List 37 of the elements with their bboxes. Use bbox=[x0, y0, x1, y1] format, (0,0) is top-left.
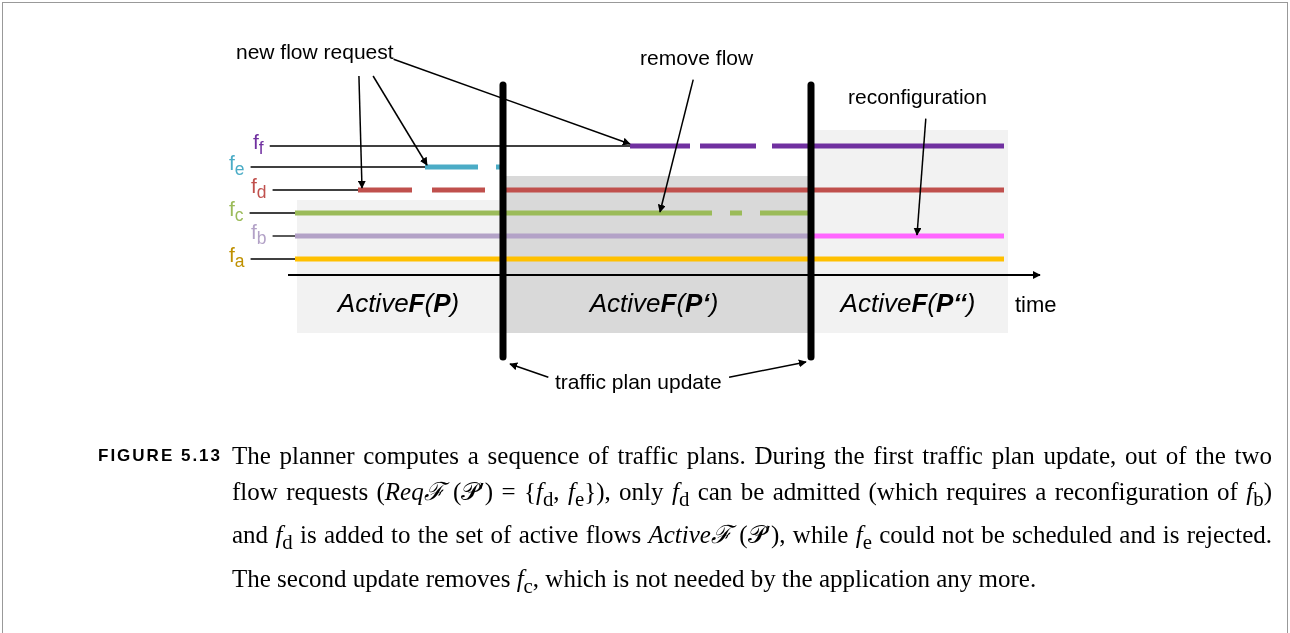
period-label: ActiveF(P) bbox=[337, 288, 460, 319]
flow-line bbox=[295, 210, 808, 216]
annotation-label: traffic plan update bbox=[555, 370, 722, 394]
annotation-label: reconfiguration bbox=[848, 85, 987, 109]
flow-label: f$_{d}$ bbox=[251, 174, 267, 204]
update-divider bbox=[499, 81, 507, 361]
leader-arrow bbox=[657, 78, 694, 213]
flow-label: f$_{e}$ bbox=[229, 151, 245, 181]
period-label: ActiveF(P‘‘) bbox=[840, 288, 976, 319]
flow-line bbox=[295, 233, 1004, 239]
connector-line bbox=[249, 166, 426, 168]
connector-line bbox=[271, 235, 296, 237]
leader-arrow bbox=[728, 359, 807, 378]
annotation-label: new flow request bbox=[236, 40, 394, 64]
annotation-label: remove flow bbox=[640, 46, 754, 70]
flow-label: f$_{b}$ bbox=[251, 220, 267, 250]
flow-line bbox=[630, 143, 1004, 149]
leader-arrow bbox=[913, 117, 927, 236]
leader-arrow bbox=[357, 75, 366, 189]
flow-line bbox=[358, 187, 1004, 193]
flow-line bbox=[295, 256, 1004, 262]
leader-arrow bbox=[509, 362, 550, 378]
axis-label: time bbox=[1015, 292, 1057, 318]
update-divider bbox=[807, 81, 815, 361]
connector-line bbox=[271, 189, 359, 191]
flow-line bbox=[425, 164, 502, 170]
leader-arrow bbox=[372, 75, 428, 166]
leader-arrow bbox=[392, 58, 631, 146]
flow-label: f$_{c}$ bbox=[229, 197, 244, 227]
connector-line bbox=[269, 145, 631, 147]
figure-caption: The planner computes a sequence of traffic plans. During the first traffic plan update, out of the two flow requests (Reqℱ (𝒫′) = {f$_{d}$, f$_{e}$}), only f$_{d}$ can be admitted (which requires a reconfiguration of f$_{b}$) and f$_{d}$ is added to the set of active flows Activeℱ (𝒫′), while f$_{e}$ could not be scheduled and is rejected. The second update removes f$_{c}$, which is not needed by the application any more. bbox=[232, 441, 1272, 600]
connector-line bbox=[248, 212, 296, 214]
flow-label: f$_{a}$ bbox=[229, 243, 245, 273]
connector-line bbox=[249, 258, 296, 260]
figure-number: FIGURE 5.13 bbox=[98, 446, 223, 466]
flow-label: f$_{f}$ bbox=[253, 130, 264, 160]
period-label: ActiveF(P‘) bbox=[589, 288, 719, 319]
